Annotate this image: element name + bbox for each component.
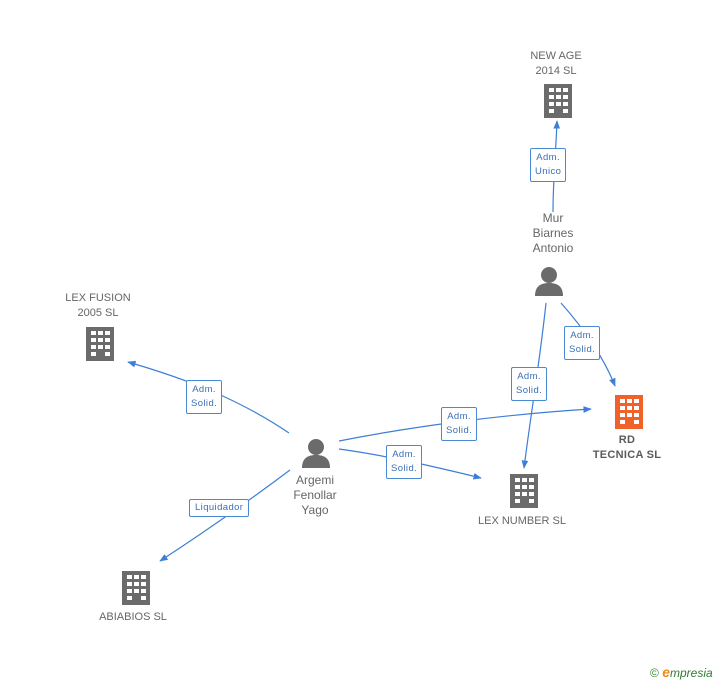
person-icon [302, 439, 330, 468]
building-icon [86, 327, 114, 361]
relation-tag-argemi-lexnumber: Adm. Solid. [386, 445, 423, 479]
building-icon [122, 571, 150, 605]
building-icon-highlighted [615, 395, 643, 429]
empresia-logo-text: mpresia [669, 666, 713, 680]
relation-tag-mur-newage: Adm. Unico [530, 148, 567, 182]
company-label-new-age[interactable]: NEW AGE 2014 SL [530, 50, 582, 77]
company-label-abiabios[interactable]: ABIABIOS SL [99, 611, 167, 623]
relation-tag-argemi-abiabios: Liquidador [189, 499, 250, 517]
company-label-lex-number[interactable]: LEX NUMBER SL [477, 515, 567, 527]
company-label-lex-fusion[interactable]: LEX FUSION 2005 SL [65, 292, 131, 319]
person-label-mur[interactable]: Mur Biarnes Antonio [532, 211, 574, 255]
relation-tag-argemi-rd: Adm. Solid. [441, 407, 478, 441]
relation-tag-mur-rd: Adm. Solid. [564, 326, 601, 360]
building-icon [510, 474, 538, 508]
company-label-rd-tecnica[interactable]: RD TECNICA SL [592, 434, 662, 461]
empresia-watermark: © empresia [650, 664, 713, 680]
person-label-argemi[interactable]: Argemi Fenollar Yago [293, 473, 337, 517]
empresia-logo-initial: e [662, 664, 670, 680]
relation-tag-argemi-lexfusion: Adm. Solid. [186, 380, 223, 414]
person-icon [535, 267, 563, 296]
relation-tag-mur-lexnumber: Adm. Solid. [511, 367, 548, 401]
copyright-symbol: © [650, 666, 659, 680]
building-icon [544, 84, 572, 118]
